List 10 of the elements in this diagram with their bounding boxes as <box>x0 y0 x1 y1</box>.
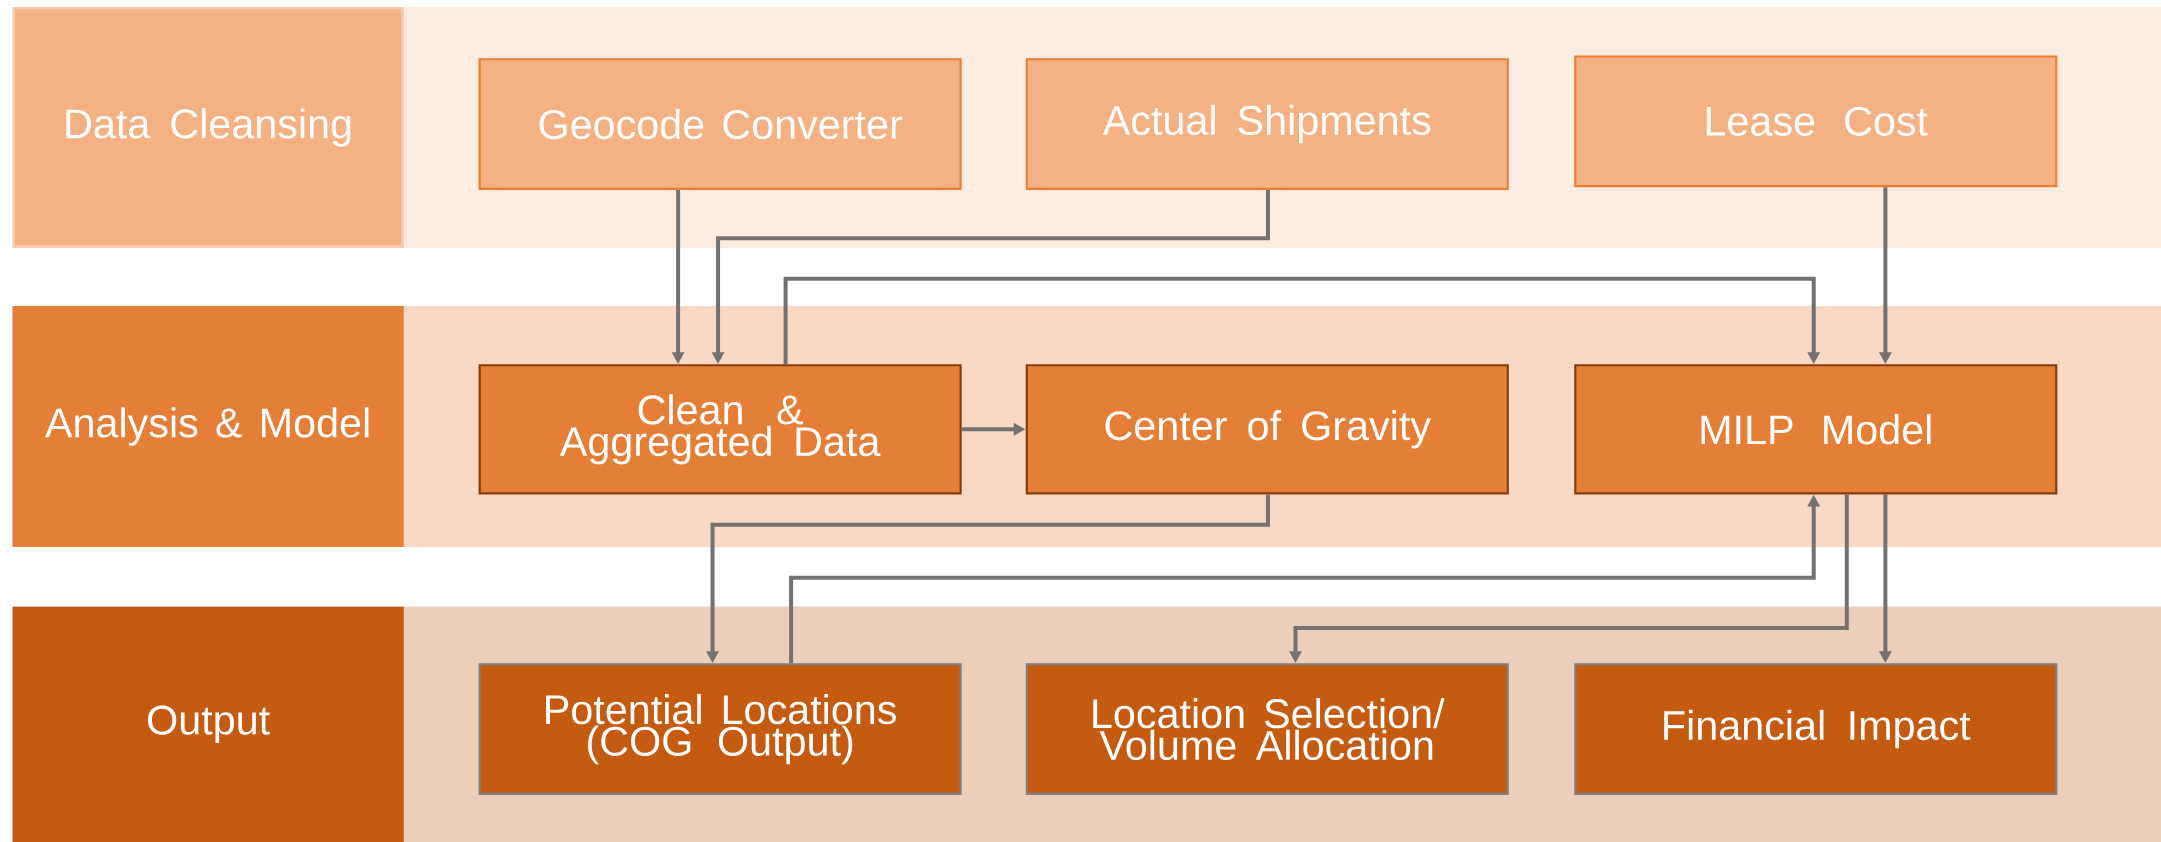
process-box: Center of Gravity <box>1025 364 1509 495</box>
process-box: Actual Shipments <box>1025 58 1509 190</box>
process-box: Geocode Converter <box>478 58 962 190</box>
process-box: Lease Cost <box>1574 55 2058 188</box>
process-box: MILP Model <box>1574 364 2058 495</box>
arrow <box>783 276 1821 365</box>
process-box: Financial Impact <box>1574 663 2058 795</box>
process-box: Potential Locations (COG Output) <box>478 663 962 795</box>
process-box: Clean & Aggregated Data <box>478 364 962 495</box>
process-box: Location Selection/ Volume Allocation <box>1025 663 1509 795</box>
